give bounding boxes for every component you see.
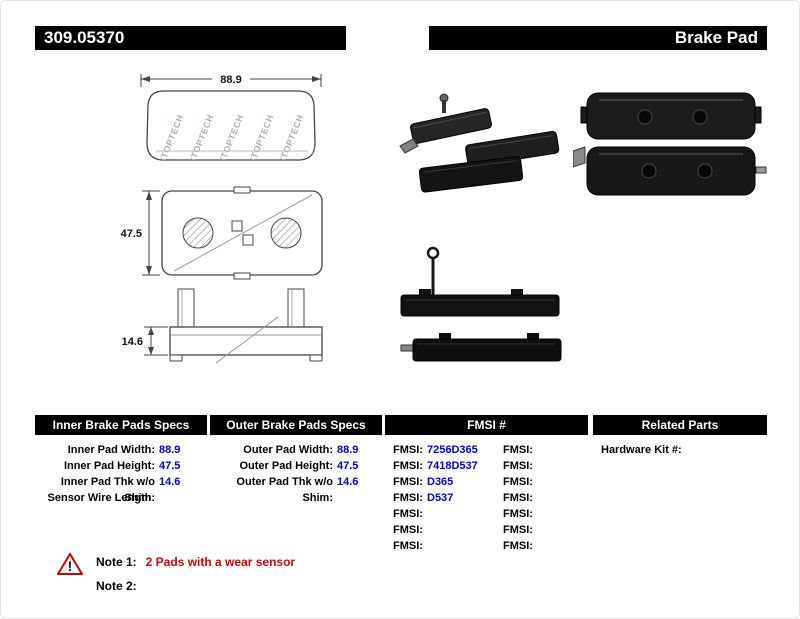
- outer-pad-height-row: Outer Pad Height: 47.5: [210, 458, 382, 474]
- pad-edge-view-drawing: 14.6: [122, 288, 323, 364]
- inner-pad-height-row: Inner Pad Height: 47.5: [35, 458, 207, 474]
- fmsi-column: FMSI # FMSI: 7256D365 FMSI: FMSI: 7418D5…: [385, 415, 588, 554]
- note-label: Note 1:: [96, 555, 137, 569]
- part-number: 309.05370: [44, 28, 125, 47]
- fmsi-value: [427, 538, 503, 554]
- note-1: Note 1: 2 Pads with a wear sensor: [96, 555, 295, 569]
- sensor-wire-length-row: Sensor Wire Length:: [35, 490, 207, 506]
- spec-value: 14.6: [159, 476, 181, 488]
- height-dimension-label: 47.5: [121, 228, 142, 240]
- fmsi-label: FMSI:: [393, 492, 423, 504]
- outer-pad-thickness-row: Outer Pad Thk w/o Shim: 14.6: [210, 474, 382, 504]
- pad-front-view-drawing: 88.9 STOPTECH STOPTECH STOPTECH STOPTECH…: [140, 74, 322, 161]
- spec-label: Inner Pad Width:: [67, 444, 155, 456]
- fmsi-label: FMSI:: [393, 476, 423, 488]
- outer-pad-width-row: Outer Pad Width: 88.9: [210, 442, 382, 458]
- spec-label: Outer Pad Width:: [243, 444, 333, 456]
- fmsi-label: FMSI:: [393, 540, 423, 552]
- spec-label: Inner Pad Thk w/o Shim:: [60, 476, 155, 504]
- inner-pad-thickness-row: Inner Pad Thk w/o Shim: 14.6: [35, 474, 207, 504]
- inner-specs-column: Inner Brake Pads Specs Inner Pad Width: …: [35, 415, 207, 506]
- part-number-bar: 309.05370: [35, 26, 346, 50]
- note-label: Note 2:: [96, 579, 137, 593]
- spec-label: Inner Pad Height:: [63, 460, 155, 472]
- warning-triangle-icon: !: [57, 553, 83, 575]
- fmsi-value: D365: [427, 476, 454, 488]
- pads-back-photo: [573, 92, 767, 196]
- product-name: Brake Pad: [674, 28, 758, 47]
- fmsi-label: FMSI:: [393, 444, 423, 456]
- spec-label: Outer Pad Thk w/o Shim:: [236, 476, 333, 504]
- fmsi-row: FMSI: FMSI:: [385, 522, 588, 538]
- spec-label: Sensor Wire Length:: [47, 492, 155, 504]
- related-parts-column: Related Parts Hardware Kit #:: [593, 415, 767, 458]
- fmsi-label: FMSI:: [503, 492, 533, 504]
- fmsi-label: FMSI:: [503, 508, 533, 520]
- svg-text:!: !: [68, 558, 73, 574]
- fmsi-row: FMSI: 7256D365 FMSI:: [385, 442, 588, 458]
- pad-clip: [573, 146, 586, 168]
- hardware-kit-row: Hardware Kit #:: [593, 442, 767, 458]
- spec-value: 47.5: [337, 460, 359, 472]
- thickness-dimension-label: 14.6: [122, 336, 143, 348]
- fmsi-label: FMSI:: [503, 444, 533, 456]
- outer-specs-header: Outer Brake Pads Specs: [210, 415, 382, 435]
- abutment-clip: [399, 138, 419, 154]
- fmsi-value: 7256D365: [427, 444, 478, 456]
- fmsi-value: D537: [427, 492, 454, 504]
- inner-pad-width-row: Inner Pad Width: 88.9: [35, 442, 207, 458]
- pad-profile-photo: [400, 246, 562, 362]
- fmsi-label: FMSI:: [393, 460, 423, 472]
- fmsi-label: FMSI:: [393, 508, 423, 520]
- fmsi-header: FMSI #: [385, 415, 588, 435]
- fmsi-label: FMSI:: [393, 524, 423, 536]
- spec-value: 47.5: [159, 460, 181, 472]
- note-2: Note 2:: [96, 579, 146, 593]
- fmsi-label: FMSI:: [503, 476, 533, 488]
- related-parts-header: Related Parts: [593, 415, 767, 435]
- wear-sensor-loop: [426, 246, 440, 260]
- abutment-hole-right: [270, 217, 302, 249]
- fmsi-row: FMSI: FMSI:: [385, 506, 588, 522]
- fmsi-label: FMSI:: [503, 540, 533, 552]
- fmsi-row: FMSI: FMSI:: [385, 538, 588, 554]
- width-dimension-label: 88.9: [220, 74, 241, 86]
- spec-label: Outer Pad Height:: [239, 460, 333, 472]
- fmsi-row: FMSI: 7418D537 FMSI:: [385, 458, 588, 474]
- fmsi-label: FMSI:: [503, 460, 533, 472]
- note-value: 2 Pads with a wear sensor: [145, 555, 296, 569]
- product-name-bar: Brake Pad: [429, 26, 767, 50]
- outer-specs-column: Outer Brake Pads Specs Outer Pad Width: …: [210, 415, 382, 504]
- spec-value: 14.6: [337, 476, 359, 488]
- spec-value: 88.9: [159, 444, 181, 456]
- fmsi-row: FMSI: D365 FMSI:: [385, 474, 588, 490]
- fmsi-value: [427, 522, 503, 538]
- inner-specs-header: Inner Brake Pads Specs: [35, 415, 207, 435]
- spec-value: 88.9: [337, 444, 359, 456]
- spec-label: Hardware Kit #:: [601, 444, 682, 456]
- pad-set-isometric-image: [399, 93, 560, 193]
- fmsi-row: FMSI: D537 FMSI:: [385, 490, 588, 506]
- abutment-hole-left: [182, 217, 214, 249]
- fmsi-label: FMSI:: [503, 524, 533, 536]
- fmsi-value: 7418D537: [427, 460, 478, 472]
- pad-back-view-drawing: 47.5: [121, 186, 323, 280]
- fmsi-value: [427, 506, 503, 522]
